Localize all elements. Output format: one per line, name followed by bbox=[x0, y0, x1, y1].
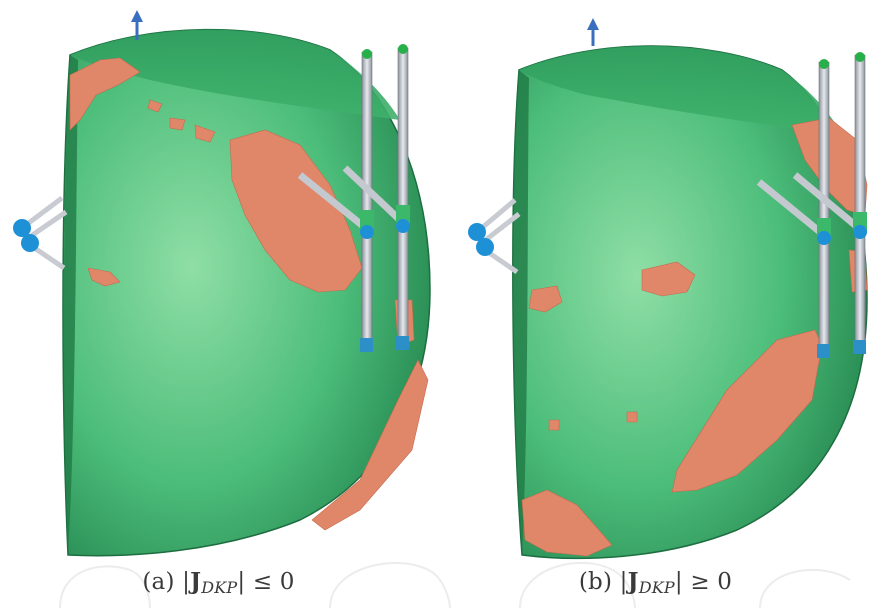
leg-rod-2 bbox=[397, 47, 409, 347]
caption-subscript: DKP bbox=[201, 578, 238, 597]
caption-close-bar: | bbox=[237, 569, 246, 595]
figure-panel-a bbox=[0, 0, 437, 560]
caption-close-bar: | bbox=[674, 569, 683, 595]
robot-legs bbox=[756, 52, 867, 358]
caption-b: (b) |JDKP| ≥ 0 bbox=[437, 568, 874, 597]
joint-2 bbox=[853, 225, 867, 239]
up-arrow-icon bbox=[131, 10, 143, 40]
robot-legs bbox=[297, 44, 410, 352]
workspace-render-b bbox=[468, 18, 868, 560]
caption-open-bar: | bbox=[619, 569, 628, 595]
singular-regions bbox=[69, 57, 429, 531]
leg-cap-2 bbox=[398, 44, 408, 54]
leg-rod-2 bbox=[854, 54, 866, 352]
caption-symbol: J bbox=[627, 568, 639, 595]
leg-cap-1 bbox=[362, 49, 372, 59]
leg-cap-2 bbox=[855, 52, 865, 62]
caption-subscript: DKP bbox=[638, 578, 675, 597]
leg-rod-1 bbox=[818, 61, 830, 355]
workspace-render-a bbox=[13, 10, 431, 557]
up-arrow-icon bbox=[587, 18, 599, 46]
singular-regions bbox=[521, 117, 868, 557]
caption-relation: ≤ 0 bbox=[252, 569, 295, 595]
leg-rod-1 bbox=[361, 51, 373, 349]
caption-symbol: J bbox=[190, 568, 202, 595]
workspace-top-cap bbox=[70, 29, 400, 121]
caption-label: (b) bbox=[578, 569, 613, 595]
base-joints bbox=[468, 198, 521, 275]
joint-1 bbox=[817, 231, 831, 245]
workspace-top-cap bbox=[519, 46, 842, 135]
workspace-left-edge bbox=[63, 55, 78, 555]
figure-panel-b bbox=[437, 0, 874, 560]
caption-a: (a) |JDKP| ≤ 0 bbox=[0, 568, 437, 597]
caption-open-bar: | bbox=[182, 569, 191, 595]
caption-relation: ≥ 0 bbox=[690, 569, 733, 595]
joint-1 bbox=[360, 225, 374, 239]
base-joints bbox=[13, 196, 68, 271]
joint-2 bbox=[396, 219, 410, 233]
workspace-left-edge bbox=[512, 70, 529, 555]
leg-cap-1 bbox=[819, 59, 829, 69]
caption-label: (a) bbox=[142, 569, 175, 595]
